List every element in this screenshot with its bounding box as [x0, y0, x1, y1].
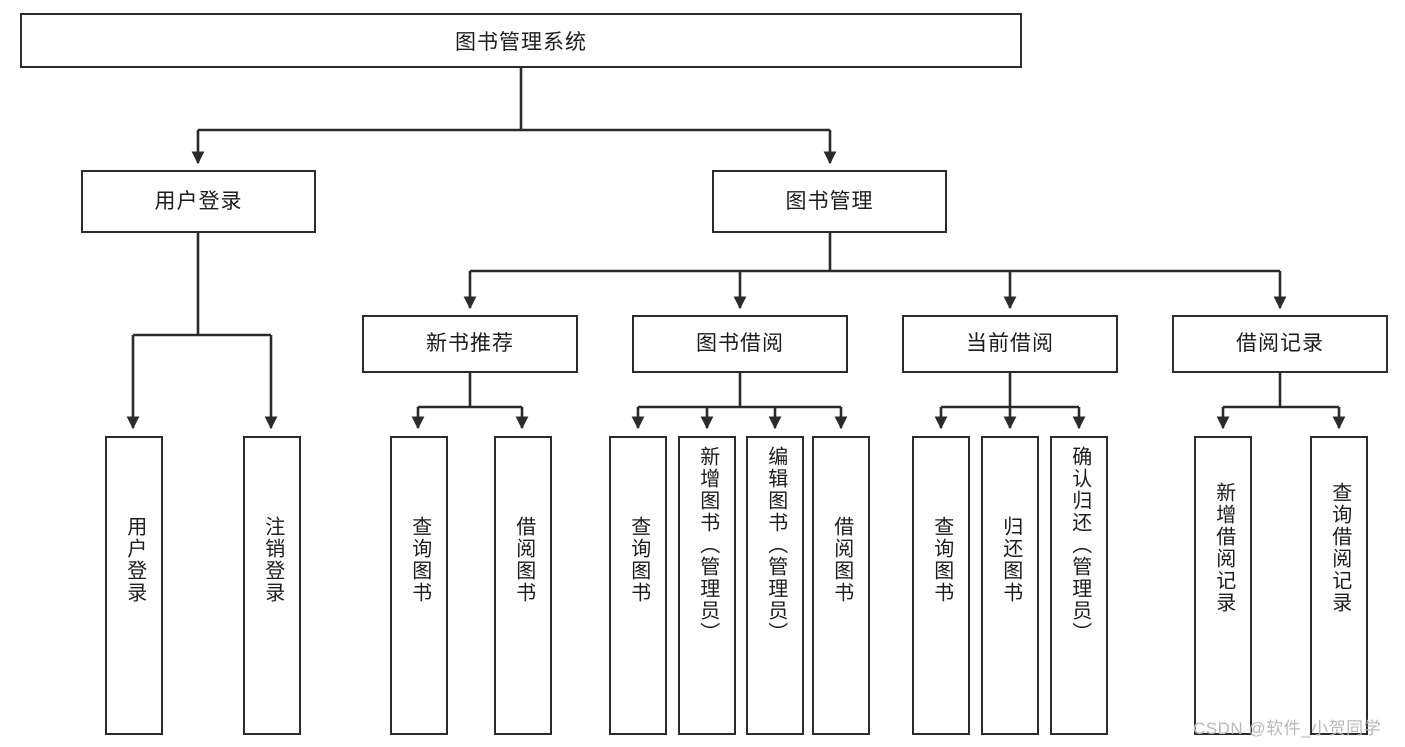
node-label: 图书管理系统	[455, 30, 587, 54]
node-user-login[interactable]: 用户登录	[81, 170, 316, 233]
leaf-record-query-record[interactable]: 查询借阅记录	[1310, 436, 1368, 735]
leaf-borrow-add-book-admin[interactable]: 新增图书（管理员）	[678, 436, 736, 735]
node-book-borrow[interactable]: 图书借阅	[632, 315, 848, 373]
node-label: 当前借阅	[966, 332, 1054, 356]
node-label: 借阅记录	[1236, 332, 1324, 356]
leaf-label: 归还图书	[999, 516, 1022, 604]
node-book-management[interactable]: 图书管理	[712, 170, 947, 233]
leaf-current-return-book[interactable]: 归还图书	[981, 436, 1039, 735]
node-label: 图书借阅	[696, 332, 784, 356]
leaf-label: 借阅图书	[512, 516, 535, 604]
leaf-label: 新增借阅记录	[1212, 482, 1235, 614]
leaf-borrow-query-book[interactable]: 查询图书	[609, 436, 667, 735]
node-new-book-recommend[interactable]: 新书推荐	[362, 315, 578, 373]
leaf-recommend-borrow-book[interactable]: 借阅图书	[494, 436, 552, 735]
leaf-recommend-query-book[interactable]: 查询图书	[390, 436, 448, 735]
leaf-label: 查询图书	[930, 516, 953, 604]
leaf-label: 注销登录	[261, 516, 284, 604]
node-borrow-record[interactable]: 借阅记录	[1172, 315, 1388, 373]
leaf-label: 查询图书	[408, 516, 431, 604]
leaf-borrow-borrow-book[interactable]: 借阅图书	[812, 436, 870, 735]
leaf-label: 查询借阅记录	[1328, 482, 1351, 614]
leaf-current-confirm-return-admin[interactable]: 确认归还（管理员）	[1050, 436, 1108, 735]
node-root-system[interactable]: 图书管理系统	[20, 13, 1022, 68]
leaf-label: 查询图书	[627, 516, 650, 604]
leaf-current-query-book[interactable]: 查询图书	[912, 436, 970, 735]
leaf-label: 确认归还（管理员）	[1068, 446, 1091, 644]
node-current-borrow[interactable]: 当前借阅	[902, 315, 1118, 373]
leaf-label: 新增图书（管理员）	[696, 446, 719, 644]
leaf-record-add-record[interactable]: 新增借阅记录	[1194, 436, 1252, 735]
csdn-watermark: CSDN @软件_小贺同学	[1193, 719, 1382, 738]
leaf-user-login-signin[interactable]: 用户登录	[105, 436, 163, 735]
node-label: 用户登录	[154, 189, 243, 213]
node-label: 新书推荐	[426, 332, 514, 356]
leaf-label: 借阅图书	[830, 516, 853, 604]
leaf-label: 用户登录	[123, 516, 146, 604]
leaf-user-login-signout[interactable]: 注销登录	[243, 436, 301, 735]
leaf-label: 编辑图书（管理员）	[764, 446, 787, 644]
node-label: 图书管理	[785, 189, 874, 213]
leaf-borrow-edit-book-admin[interactable]: 编辑图书（管理员）	[746, 436, 804, 735]
